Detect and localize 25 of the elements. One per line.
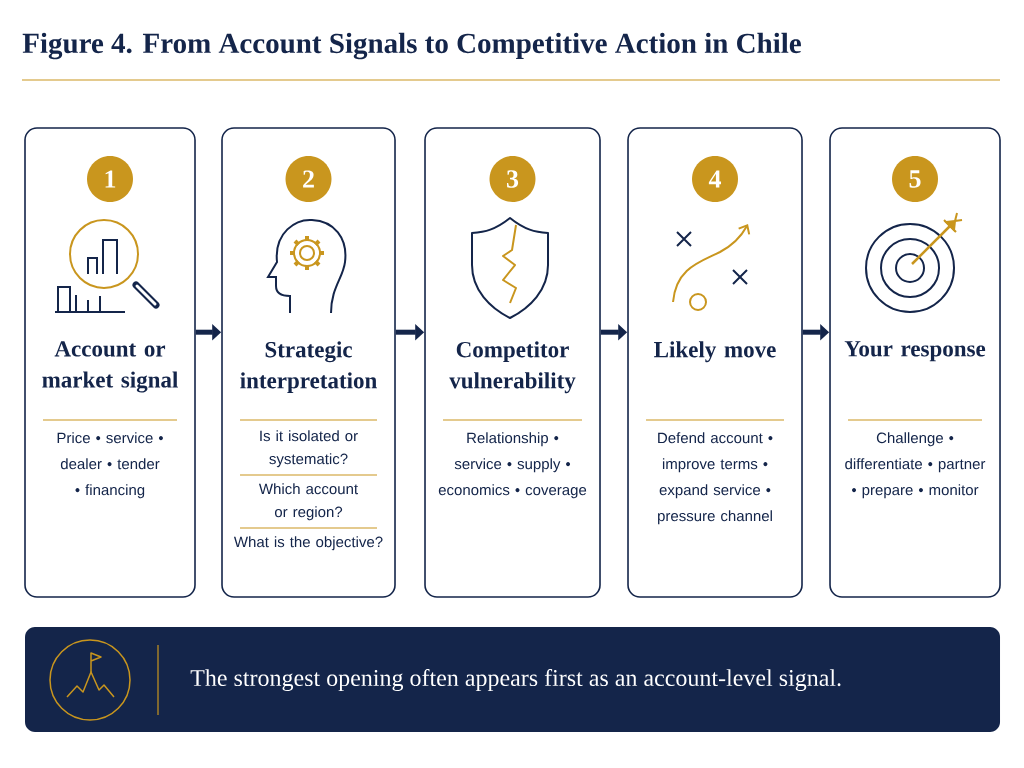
step-number: 4 — [692, 156, 738, 202]
title: Figure 4. From Account Signals to Competitive Action in Chile — [22, 32, 801, 60]
step-details: Relationship • service • supply • economics • coverage — [438, 432, 587, 499]
step-heading: Likely move — [654, 341, 776, 363]
summary-banner — [25, 627, 1000, 732]
step-card — [221, 127, 396, 598]
step-heading: Your response — [844, 341, 986, 362]
step-heading: Strategic interpretation — [240, 341, 377, 394]
step-heading: Competitor vulnerability — [449, 341, 576, 394]
step-details: Challenge • differentiate • partner • prepare • monitor — [845, 432, 986, 499]
step-details: Defend account • improve terms • expand service • pressure channel — [658, 432, 773, 525]
step-details: Price • service • dealer • tender • financing — [57, 432, 163, 499]
step-number: 1 — [87, 156, 133, 202]
step-heading: Account or market signal — [42, 341, 178, 393]
question-text: Is it isolated or systematic? — [260, 430, 358, 468]
step-number: 5 — [892, 156, 938, 202]
question-text: What is the objective? — [233, 536, 383, 551]
summary-text: The strongest opening often appears first as an account-level signal. — [190, 669, 841, 692]
question-text: Which account or region? — [258, 483, 358, 521]
step-card — [24, 127, 196, 598]
step-number: 2 — [285, 156, 332, 202]
step-card — [424, 127, 601, 598]
step-number: 3 — [489, 156, 536, 202]
step-card — [627, 127, 803, 598]
step-card — [829, 127, 1001, 598]
